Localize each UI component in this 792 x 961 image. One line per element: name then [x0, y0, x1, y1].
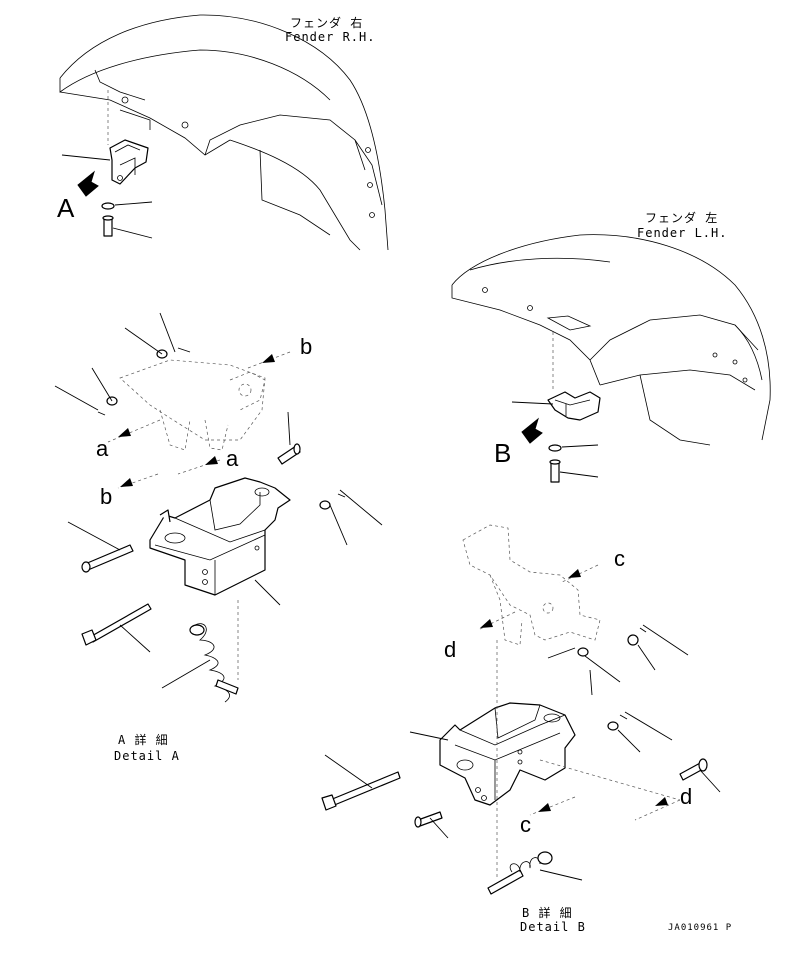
arrow-c-upper-icon [568, 569, 581, 578]
detail-b-jp-label: B 詳 細 [522, 906, 573, 920]
arrow-b-lower-icon [120, 478, 133, 487]
fender-lh-jp-label: フェンダ 左 [645, 211, 719, 225]
hitch-assembly-b [511, 332, 601, 483]
fender-rh-jp-label: フェンダ 右 [290, 16, 364, 30]
view-a-arrow-icon [77, 170, 99, 197]
callout-a-right: a [226, 446, 239, 471]
arrow-a-lower-icon [205, 456, 218, 465]
callout-d-lower: d [680, 784, 693, 809]
arrow-c-lower-icon [538, 803, 551, 812]
callout-b-lower: b [100, 484, 113, 509]
arrow-d-upper-icon [480, 619, 493, 628]
callout-c-lower: c [520, 812, 531, 837]
view-b-label: B [494, 438, 512, 468]
callout-b-upper: b [300, 334, 313, 359]
arrow-a-upper-icon [118, 428, 131, 437]
detail-a-drawing [54, 312, 383, 703]
fender-rh [59, 14, 389, 251]
detail-a-en-label: Detail A [114, 749, 180, 763]
arrow-b-upper-icon [262, 354, 275, 363]
detail-b-drawing [321, 524, 721, 895]
fender-rh-en-label: Fender R.H. [285, 30, 376, 44]
drawing-code: JA010961 P [668, 923, 733, 933]
callout-a-left: a [96, 436, 109, 461]
view-a-label: A [57, 193, 75, 223]
detail-a-jp-label: A 詳 細 [118, 733, 169, 747]
fender-lh [451, 234, 771, 446]
callout-c-upper: c [614, 546, 625, 571]
detail-b-en-label: Detail B [520, 920, 586, 934]
hitch-assembly-a [61, 90, 153, 239]
arrow-d-lower-icon [655, 797, 668, 806]
callout-d-upper: d [444, 637, 457, 662]
view-b-arrow-icon [521, 417, 543, 444]
fender-lh-en-label: Fender L.H. [637, 226, 728, 240]
